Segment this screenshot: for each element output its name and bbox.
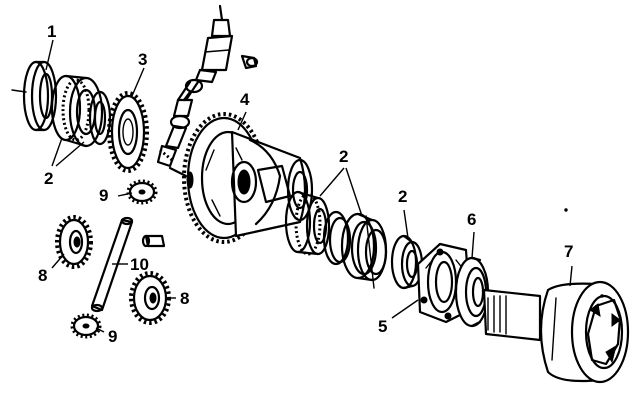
callout-6: 6 <box>467 210 477 229</box>
callout-2-left: 2 <box>44 169 54 188</box>
part-4-differential-case <box>168 112 314 244</box>
retaining-pin-top <box>240 54 259 70</box>
callout-2-center: 2 <box>339 147 349 166</box>
callout-8-right: 8 <box>180 289 190 308</box>
part-8-side-gear-left <box>55 215 93 269</box>
part-9-pinion-gear-upper <box>126 179 158 205</box>
callout-9-lower: 9 <box>108 327 118 346</box>
callout-3: 3 <box>138 50 148 69</box>
leader-lines <box>45 39 573 333</box>
lock-pin <box>141 234 166 248</box>
part-8-side-gear-right <box>129 271 171 325</box>
callout-1: 1 <box>47 22 57 41</box>
callout-9-upper: 9 <box>99 186 109 205</box>
part-2-roller-bearing-center <box>284 190 331 256</box>
spacer-rings <box>322 210 388 289</box>
part-2-roller-bearing-left <box>50 74 112 148</box>
speedometer-pinion-assembly <box>156 4 234 168</box>
callout-10: 10 <box>130 255 149 274</box>
part-7-output-flange <box>482 280 630 384</box>
callout-2-right: 2 <box>398 187 408 206</box>
speck <box>564 208 568 212</box>
part-2-bearing-race-right <box>390 234 424 290</box>
part-1-bearing-race <box>11 60 58 132</box>
part-3-drive-gear <box>107 91 149 173</box>
part-9-pinion-gear-lower <box>70 313 102 339</box>
callout-5: 5 <box>378 317 388 336</box>
callout-8-left: 8 <box>38 266 48 285</box>
speck <box>600 294 604 298</box>
part-10-pinion-shaft <box>90 216 134 313</box>
callout-4: 4 <box>240 90 250 109</box>
callout-7: 7 <box>564 242 574 261</box>
